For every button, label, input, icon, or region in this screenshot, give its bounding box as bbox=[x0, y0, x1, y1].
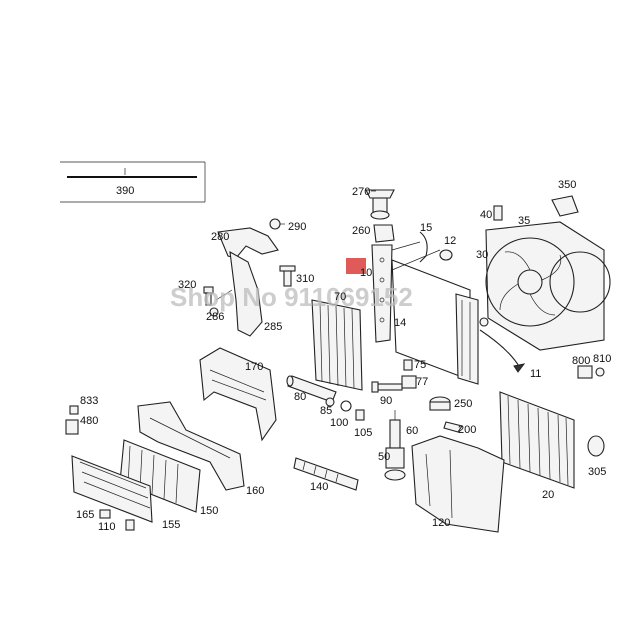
legend-390: 390 bbox=[60, 161, 206, 203]
reservoir-260 bbox=[373, 224, 395, 243]
cap-270 bbox=[365, 189, 395, 220]
callout-260: 260 bbox=[352, 225, 370, 237]
callout-30: 30 bbox=[476, 249, 488, 261]
callout-833: 833 bbox=[80, 395, 98, 407]
callout-285: 285 bbox=[264, 321, 282, 333]
sensor-800 bbox=[577, 365, 605, 379]
plug-305 bbox=[587, 435, 605, 457]
callout-100: 100 bbox=[330, 417, 348, 429]
callout-35: 35 bbox=[518, 215, 530, 227]
bolt-290 bbox=[269, 218, 281, 230]
cap-250 bbox=[429, 396, 451, 411]
callout-105: 105 bbox=[354, 427, 372, 439]
callout-140: 140 bbox=[310, 481, 328, 493]
condenser-70 bbox=[311, 299, 363, 391]
callout-390: 390 bbox=[116, 185, 134, 197]
callout-14: 14 bbox=[394, 317, 406, 329]
callout-20: 20 bbox=[542, 489, 554, 501]
callout-480: 480 bbox=[80, 415, 98, 427]
callout-110: 110 bbox=[98, 521, 116, 533]
callout-270: 270 bbox=[352, 186, 370, 198]
watermark: Shop No 911069152 bbox=[170, 282, 413, 312]
grille bbox=[71, 455, 153, 523]
callout-800: 800 bbox=[572, 355, 590, 367]
callout-10: 10 bbox=[360, 267, 372, 279]
callout-40: 40 bbox=[480, 209, 492, 221]
bracket-280 bbox=[215, 218, 285, 337]
sensor-833 bbox=[69, 405, 79, 415]
callout-85: 85 bbox=[320, 405, 332, 417]
grommet-12 bbox=[439, 249, 453, 261]
callout-60: 60 bbox=[406, 425, 418, 437]
callout-90: 90 bbox=[380, 395, 392, 407]
clip-165 bbox=[99, 509, 111, 519]
callout-160: 160 bbox=[246, 485, 264, 497]
bracket-480 bbox=[65, 419, 79, 435]
mount-77 bbox=[401, 375, 417, 389]
callout-310: 310 bbox=[296, 273, 314, 285]
bolt-75 bbox=[403, 359, 413, 371]
hose-15 bbox=[419, 231, 428, 263]
seal-100 bbox=[340, 400, 352, 412]
callout-200: 200 bbox=[458, 424, 476, 436]
callout-150: 150 bbox=[200, 505, 218, 517]
bracket-160 bbox=[137, 401, 245, 491]
radiator-20 bbox=[499, 391, 575, 489]
bolt-90 bbox=[371, 381, 403, 393]
callout-280: 280 bbox=[211, 231, 229, 243]
callout-15: 15 bbox=[420, 222, 432, 234]
callout-75: 75 bbox=[414, 359, 426, 371]
bracket-350 bbox=[551, 195, 579, 217]
clip-40 bbox=[493, 205, 503, 221]
trim-140 bbox=[293, 457, 359, 491]
callout-12: 12 bbox=[444, 235, 456, 247]
bolt-320 bbox=[203, 286, 214, 306]
radiator-core bbox=[391, 259, 489, 385]
screw-110 bbox=[125, 519, 135, 531]
callout-80: 80 bbox=[294, 391, 306, 403]
callout-155: 155 bbox=[162, 519, 180, 531]
callout-77: 77 bbox=[416, 376, 428, 388]
callout-305: 305 bbox=[588, 466, 606, 478]
oring-85 bbox=[325, 397, 335, 407]
callout-286: 286 bbox=[206, 311, 224, 323]
washer-286 bbox=[209, 307, 219, 317]
callout-320: 320 bbox=[178, 279, 196, 291]
clip-200 bbox=[443, 421, 463, 433]
bolt-310 bbox=[279, 265, 296, 287]
support-170 bbox=[199, 347, 277, 442]
fan-shroud-30 bbox=[485, 221, 611, 351]
tank-10 bbox=[346, 241, 441, 343]
plug-105 bbox=[355, 409, 365, 421]
callout-250: 250 bbox=[454, 398, 472, 410]
callout-70: 70 bbox=[334, 291, 346, 303]
highlight-marker bbox=[346, 258, 366, 274]
arrow-11 bbox=[479, 329, 521, 369]
callout-120: 120 bbox=[432, 517, 450, 529]
callout-165: 165 bbox=[76, 509, 94, 521]
duct-120 bbox=[411, 435, 505, 533]
callout-290: 290 bbox=[288, 221, 306, 233]
callout-170: 170 bbox=[245, 361, 263, 373]
callout-350: 350 bbox=[558, 179, 576, 191]
drain-60 bbox=[384, 410, 406, 481]
callout-810: 810 bbox=[593, 353, 611, 365]
callout-50: 50 bbox=[378, 451, 390, 463]
callout-11: 11 bbox=[530, 368, 541, 380]
